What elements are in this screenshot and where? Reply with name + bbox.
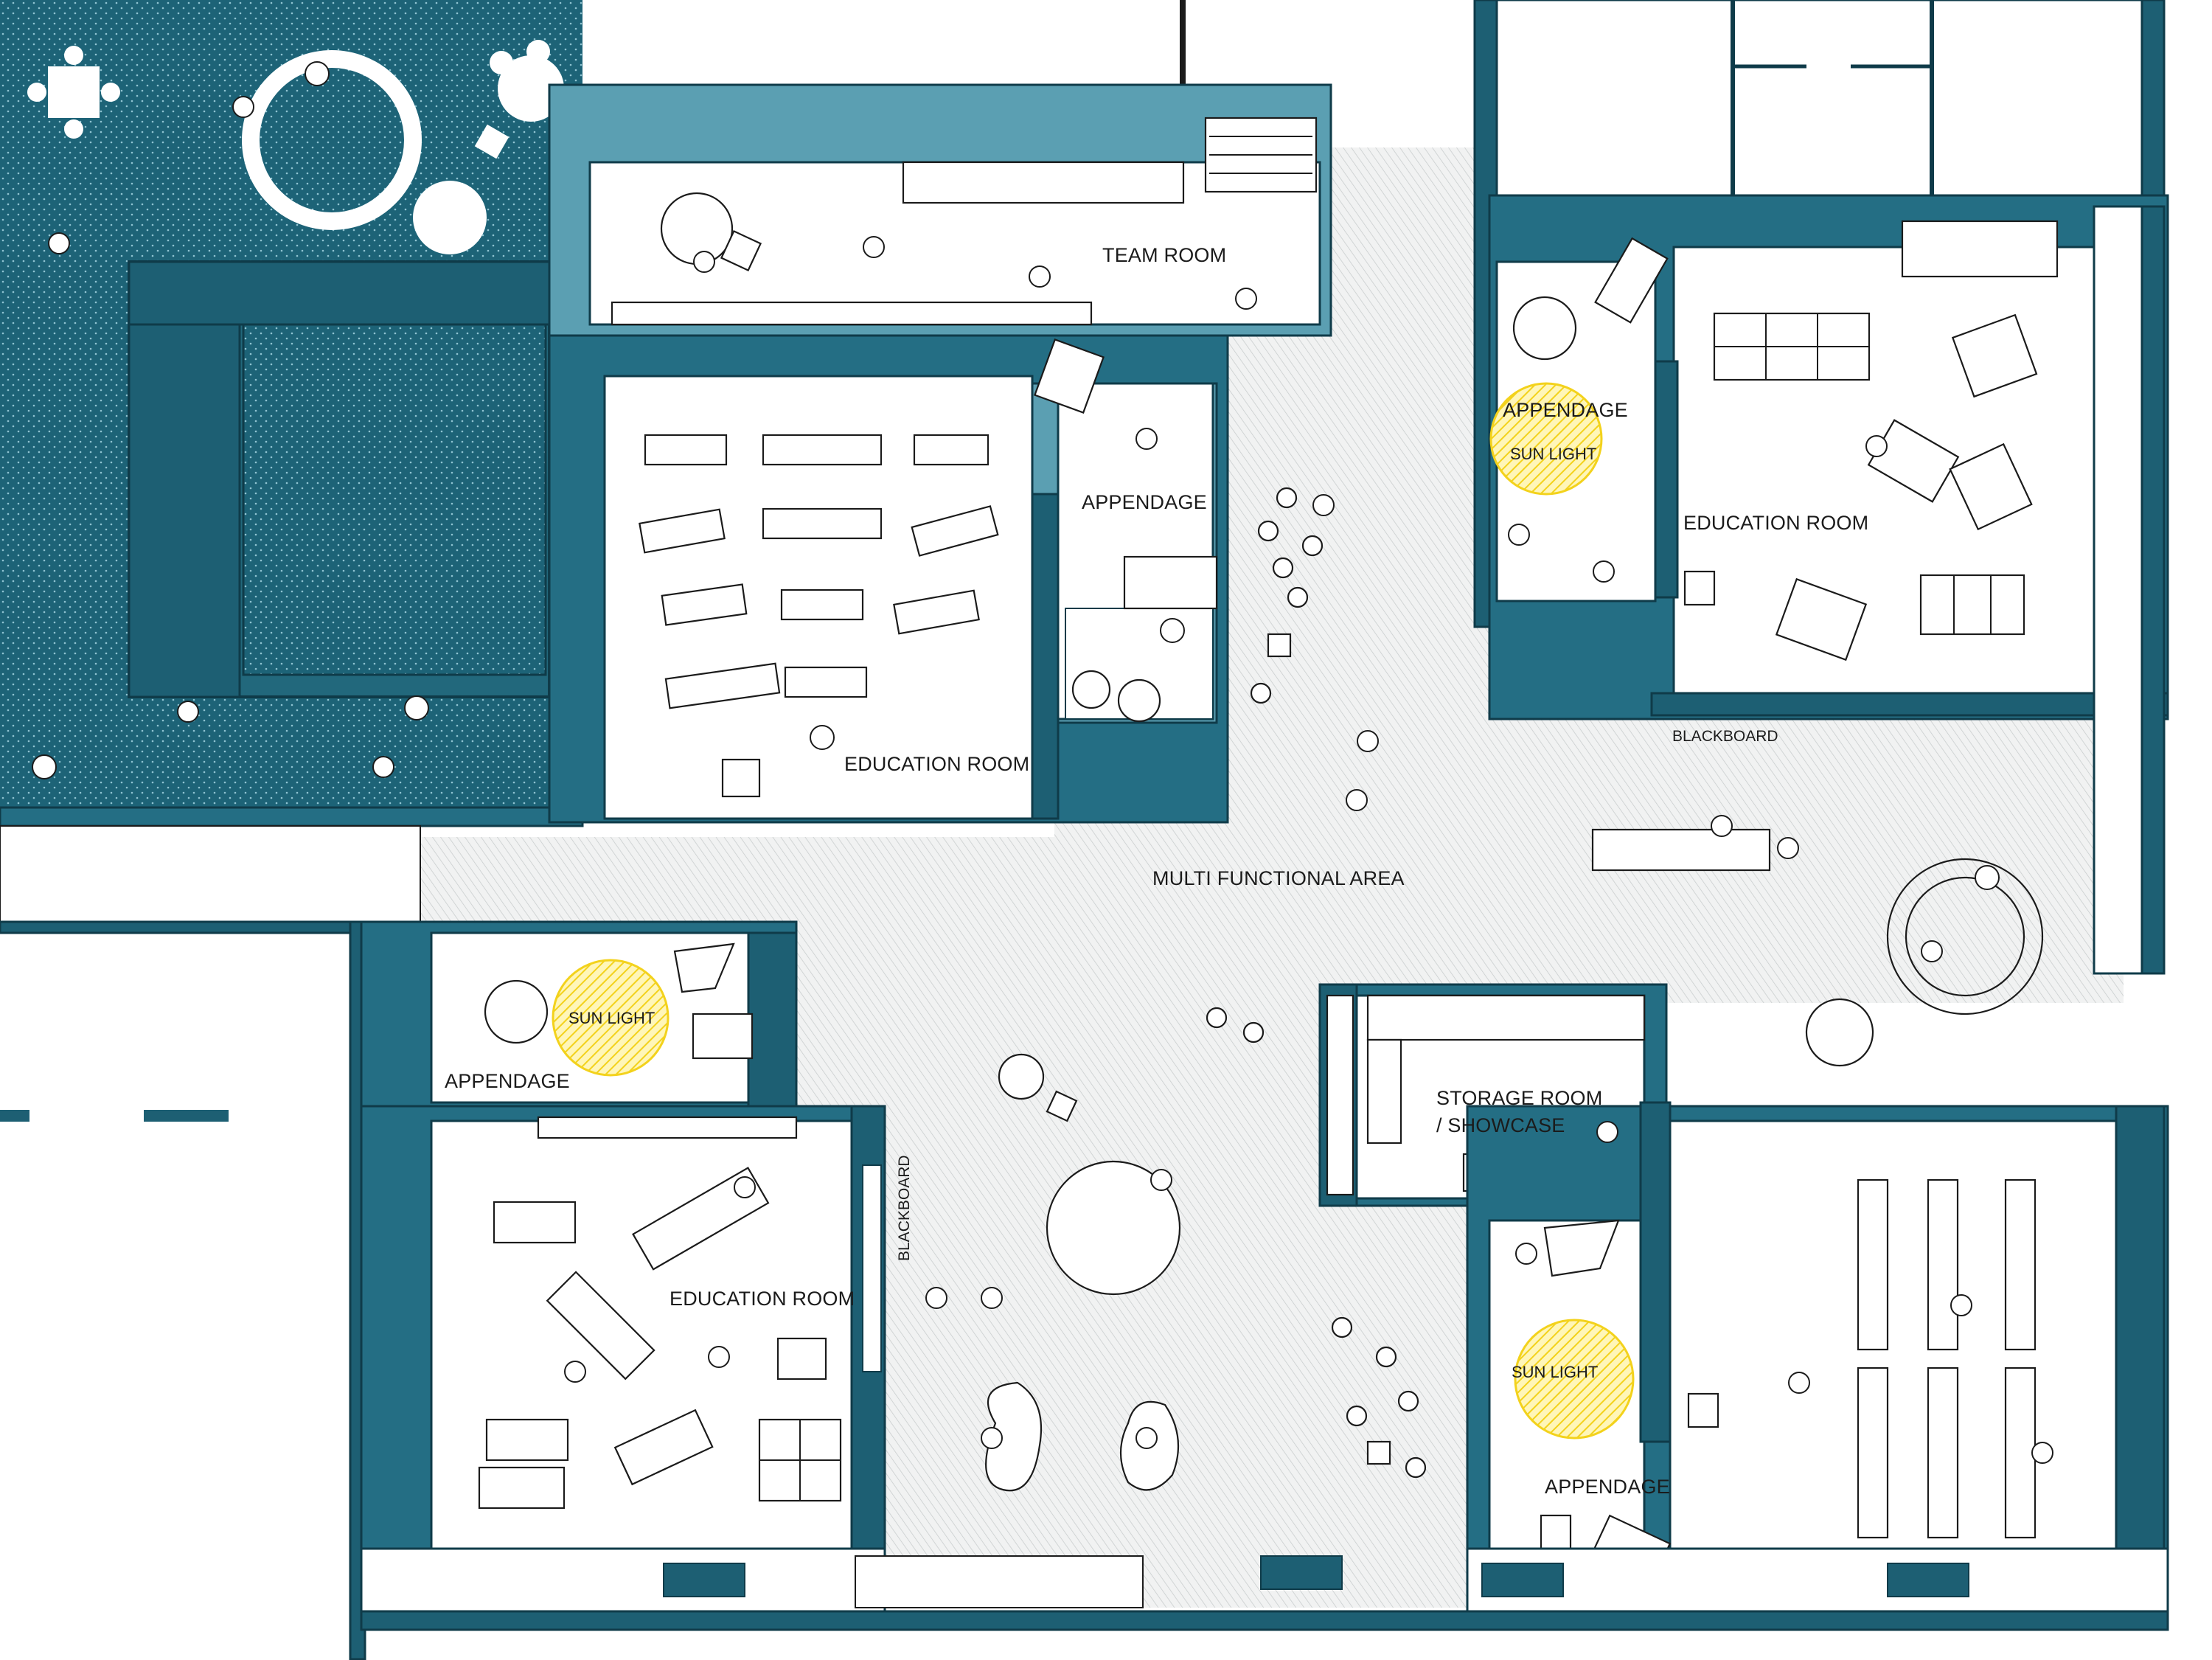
label-education-room-right: EDUCATION ROOM: [1683, 512, 1868, 534]
label-multi-functional-area: MULTI FUNCTIONAL AREA: [1152, 867, 1405, 889]
label-education-room-left: EDUCATION ROOM: [844, 753, 1029, 775]
label-blackboard-side: BLACKBOARD: [896, 1155, 913, 1261]
sun-light-left: [552, 959, 669, 1077]
label-storage-line2: / SHOWCASE: [1436, 1114, 1565, 1136]
label-appendage-mid: APPENDAGE: [1082, 491, 1207, 513]
top-right-block: [1180, 0, 2166, 628]
courtyard: [0, 0, 584, 827]
label-storage-line1: STORAGE ROOM: [1436, 1087, 1602, 1109]
sun-light-top-right: [1489, 382, 1603, 496]
bottom-facade: [360, 1555, 2169, 1631]
label-appendage-top-right: APPENDAGE: [1503, 399, 1628, 421]
people-figures: [32, 61, 2053, 1464]
label-blackboard-top: BLACKBOARD: [1672, 728, 1778, 745]
label-appendage-bottom: APPENDAGE: [1545, 1476, 1670, 1498]
education-room-left: [548, 334, 1229, 824]
desk-clusters-left: [639, 434, 999, 798]
appendage-left: [360, 920, 798, 1115]
storage-room: [1318, 983, 1668, 1207]
label-sun-light-top-right: SUN LIGHT: [1510, 445, 1596, 463]
education-room-bottom-left: [360, 1105, 886, 1624]
sun-light-bottom: [1514, 1319, 1635, 1440]
label-education-room-bottom-left: EDUCATION ROOM: [669, 1288, 855, 1310]
multi-functional-furniture: [985, 487, 2044, 1492]
label-sun-light-bottom: SUN LIGHT: [1512, 1363, 1598, 1381]
label-team-room: TEAM ROOM: [1102, 244, 1226, 266]
left-strip: [0, 825, 421, 1660]
team-room: [548, 83, 1332, 337]
label-appendage-left: APPENDAGE: [445, 1070, 570, 1092]
label-sun-light-left: SUN LIGHT: [568, 1009, 655, 1027]
